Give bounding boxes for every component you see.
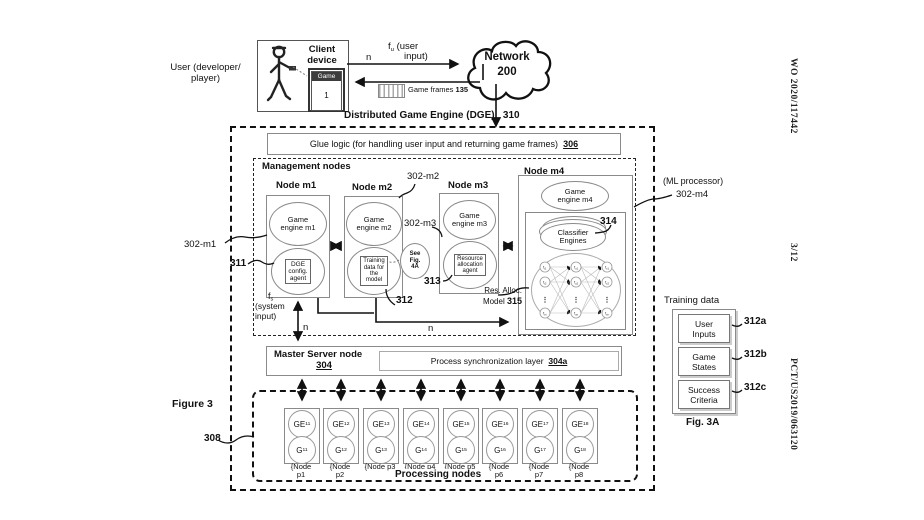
game-circle: G18 [566, 436, 594, 464]
processing-node-label: {Node p2 [318, 463, 362, 480]
processing-node-box: GE13G13 [363, 408, 399, 464]
game-circle: G16 [486, 436, 514, 464]
game-circle: G14 [407, 436, 435, 464]
training-data-title: Training data [664, 295, 719, 306]
processing-node-box: GE15G15 [443, 408, 479, 464]
game-engine-circle: GE12 [327, 410, 355, 438]
game-circle: G17 [526, 436, 554, 464]
game-states-box: Game States [678, 347, 730, 376]
game-engine-circle: GE11 [288, 410, 316, 438]
processing-node-box: GE14G14 [403, 408, 439, 464]
margin-application-number: PCT/US2019/063120 [788, 358, 798, 450]
game-circle: G15 [447, 436, 475, 464]
game-engine-circle: GE13 [367, 410, 395, 438]
processing-nodes-label: Processing nodes [392, 469, 484, 480]
network-label: Network 200 [466, 50, 548, 80]
processing-node-box: GE16G16 [482, 408, 518, 464]
network-ref: 200 [466, 65, 548, 80]
processing-node-box: GE11G11 [284, 408, 320, 464]
ref-312a: 312a [744, 316, 766, 327]
game-circle: G13 [367, 436, 395, 464]
game-engine-circle: GE15 [447, 410, 475, 438]
processing-node-box: GE17G17 [522, 408, 558, 464]
processing-node-label: {Node p8 [557, 463, 601, 480]
game-engine-circle: GE17 [526, 410, 554, 438]
processing-node-box: GE12G12 [323, 408, 359, 464]
ref-314: 314 [600, 216, 617, 227]
ref-308: 308 [204, 433, 221, 444]
processing-node-label: {Node p1 [279, 463, 323, 480]
processing-node-box: GE18G18 [562, 408, 598, 464]
user-inputs-box: User Inputs [678, 314, 730, 343]
game-engine-circle: GE18 [566, 410, 594, 438]
success-criteria-box: Success Criteria [678, 380, 730, 409]
processing-node-label: {Node p7 [517, 463, 561, 480]
figure-3-label: Figure 3 [172, 398, 213, 410]
game-circle: G12 [327, 436, 355, 464]
margin-publication-number: WO 2020/117442 [788, 58, 798, 134]
ref-312c: 312c [744, 382, 766, 393]
game-circle: G11 [288, 436, 316, 464]
margin-page-number: 3/12 [788, 243, 798, 262]
game-engine-circle: GE16 [486, 410, 514, 438]
fig-3a-label: Fig. 3A [686, 417, 719, 428]
ref-312b: 312b [744, 349, 767, 360]
network-name: Network [466, 50, 548, 65]
game-engine-circle: GE14 [407, 410, 435, 438]
